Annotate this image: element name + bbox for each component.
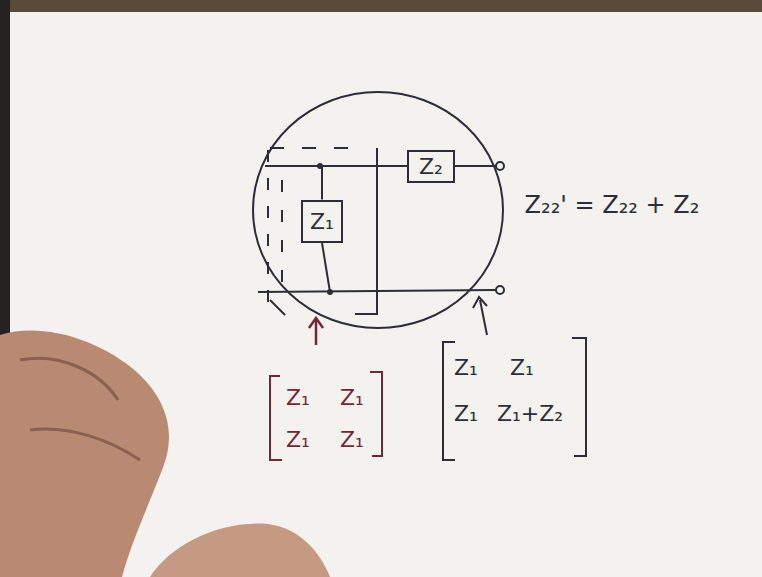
pointer-arrow [473, 297, 487, 335]
matrix-entry: Z₁ [340, 428, 364, 452]
wire [322, 166, 407, 200]
impedance-name: Z₁ [310, 209, 334, 234]
wire [265, 165, 320, 167]
equation: Z₂₂' = Z₂₂ + Z₂ [525, 192, 700, 218]
wire [322, 243, 330, 292]
matrix-entry: Z₁ [286, 428, 310, 452]
matrix-entry: Z₁ [510, 356, 534, 380]
matrix-entry: Z₁ [454, 356, 478, 380]
matrix-entry: Z₁ [454, 402, 478, 426]
frame-edge [0, 0, 762, 12]
terminal [496, 286, 504, 294]
hand [20, 358, 140, 460]
matrix-entry: Z₁+Z₂ [497, 402, 563, 426]
impedance-name: Z₂ [419, 154, 443, 179]
pointer-arrow [309, 318, 323, 345]
matrix-entry: Z₁ [286, 386, 310, 410]
hand [0, 330, 169, 577]
matrix-entry: Z₁ [340, 386, 364, 410]
matrix-bracket [270, 372, 382, 460]
impedance-box: Z₁ [301, 200, 343, 243]
wire [455, 165, 496, 167]
frame-edge [0, 0, 10, 340]
impedance-box: Z₂ [407, 150, 455, 183]
enclosing-circle [253, 92, 503, 328]
hand [150, 524, 330, 577]
matrix-bracket [443, 338, 586, 460]
terminal [496, 162, 504, 170]
